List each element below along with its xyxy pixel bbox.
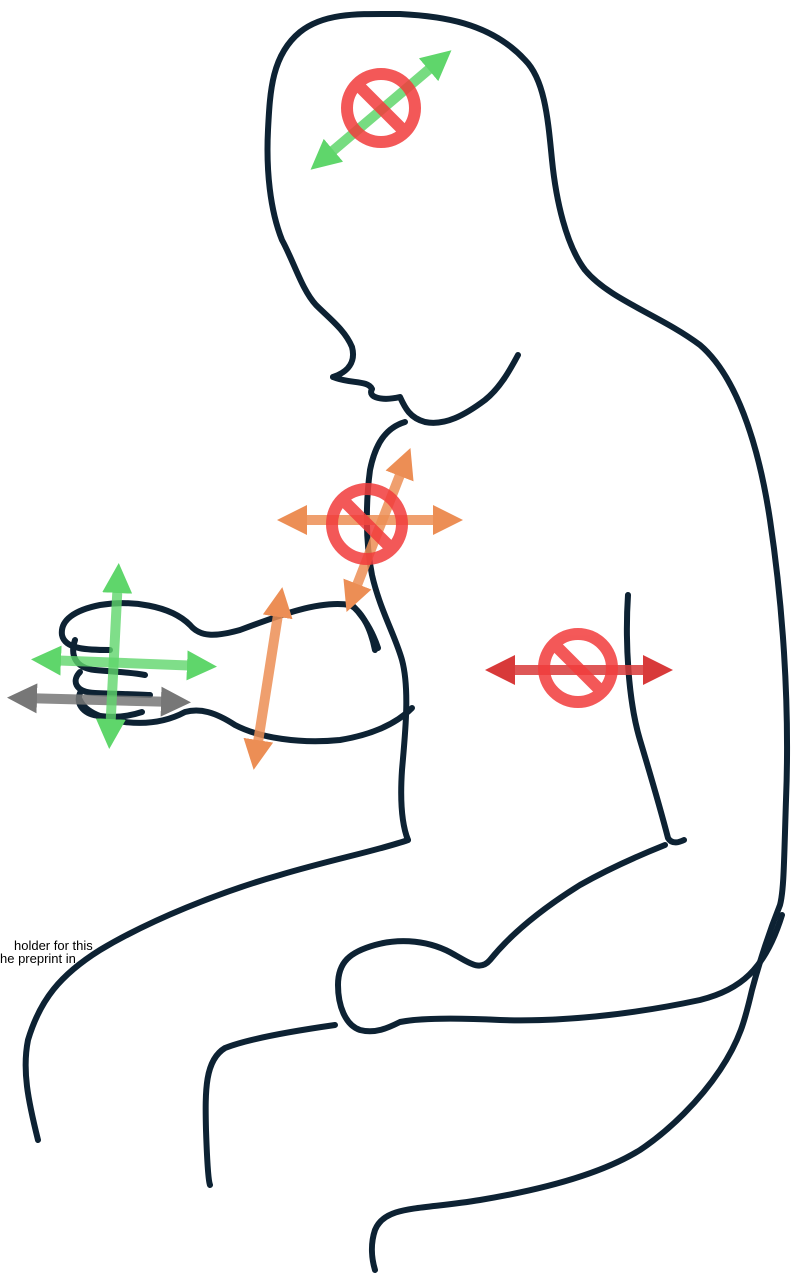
forearm-bottom-outline — [80, 700, 412, 741]
double-arrow-icon — [22, 698, 176, 702]
overlay-text-line-2: he preprint in — [0, 953, 76, 965]
head-and-back-outline — [268, 14, 788, 1270]
torso-side-outline — [627, 595, 684, 842]
torso-indicator — [500, 634, 658, 702]
lower-leg-outline — [206, 1025, 335, 1185]
head-indicator — [322, 60, 440, 160]
forearm-top-outline — [62, 603, 375, 650]
lap-hands-outline — [338, 845, 782, 1031]
thigh-top-outline — [26, 840, 408, 1140]
prohibition-icon — [347, 74, 415, 142]
body-outline — [26, 14, 787, 1270]
upper-arm-edge-outline — [352, 605, 378, 648]
hand-indicator — [22, 578, 202, 734]
face-and-chin-outline — [333, 355, 518, 423]
double-arrow-icon — [46, 660, 202, 666]
